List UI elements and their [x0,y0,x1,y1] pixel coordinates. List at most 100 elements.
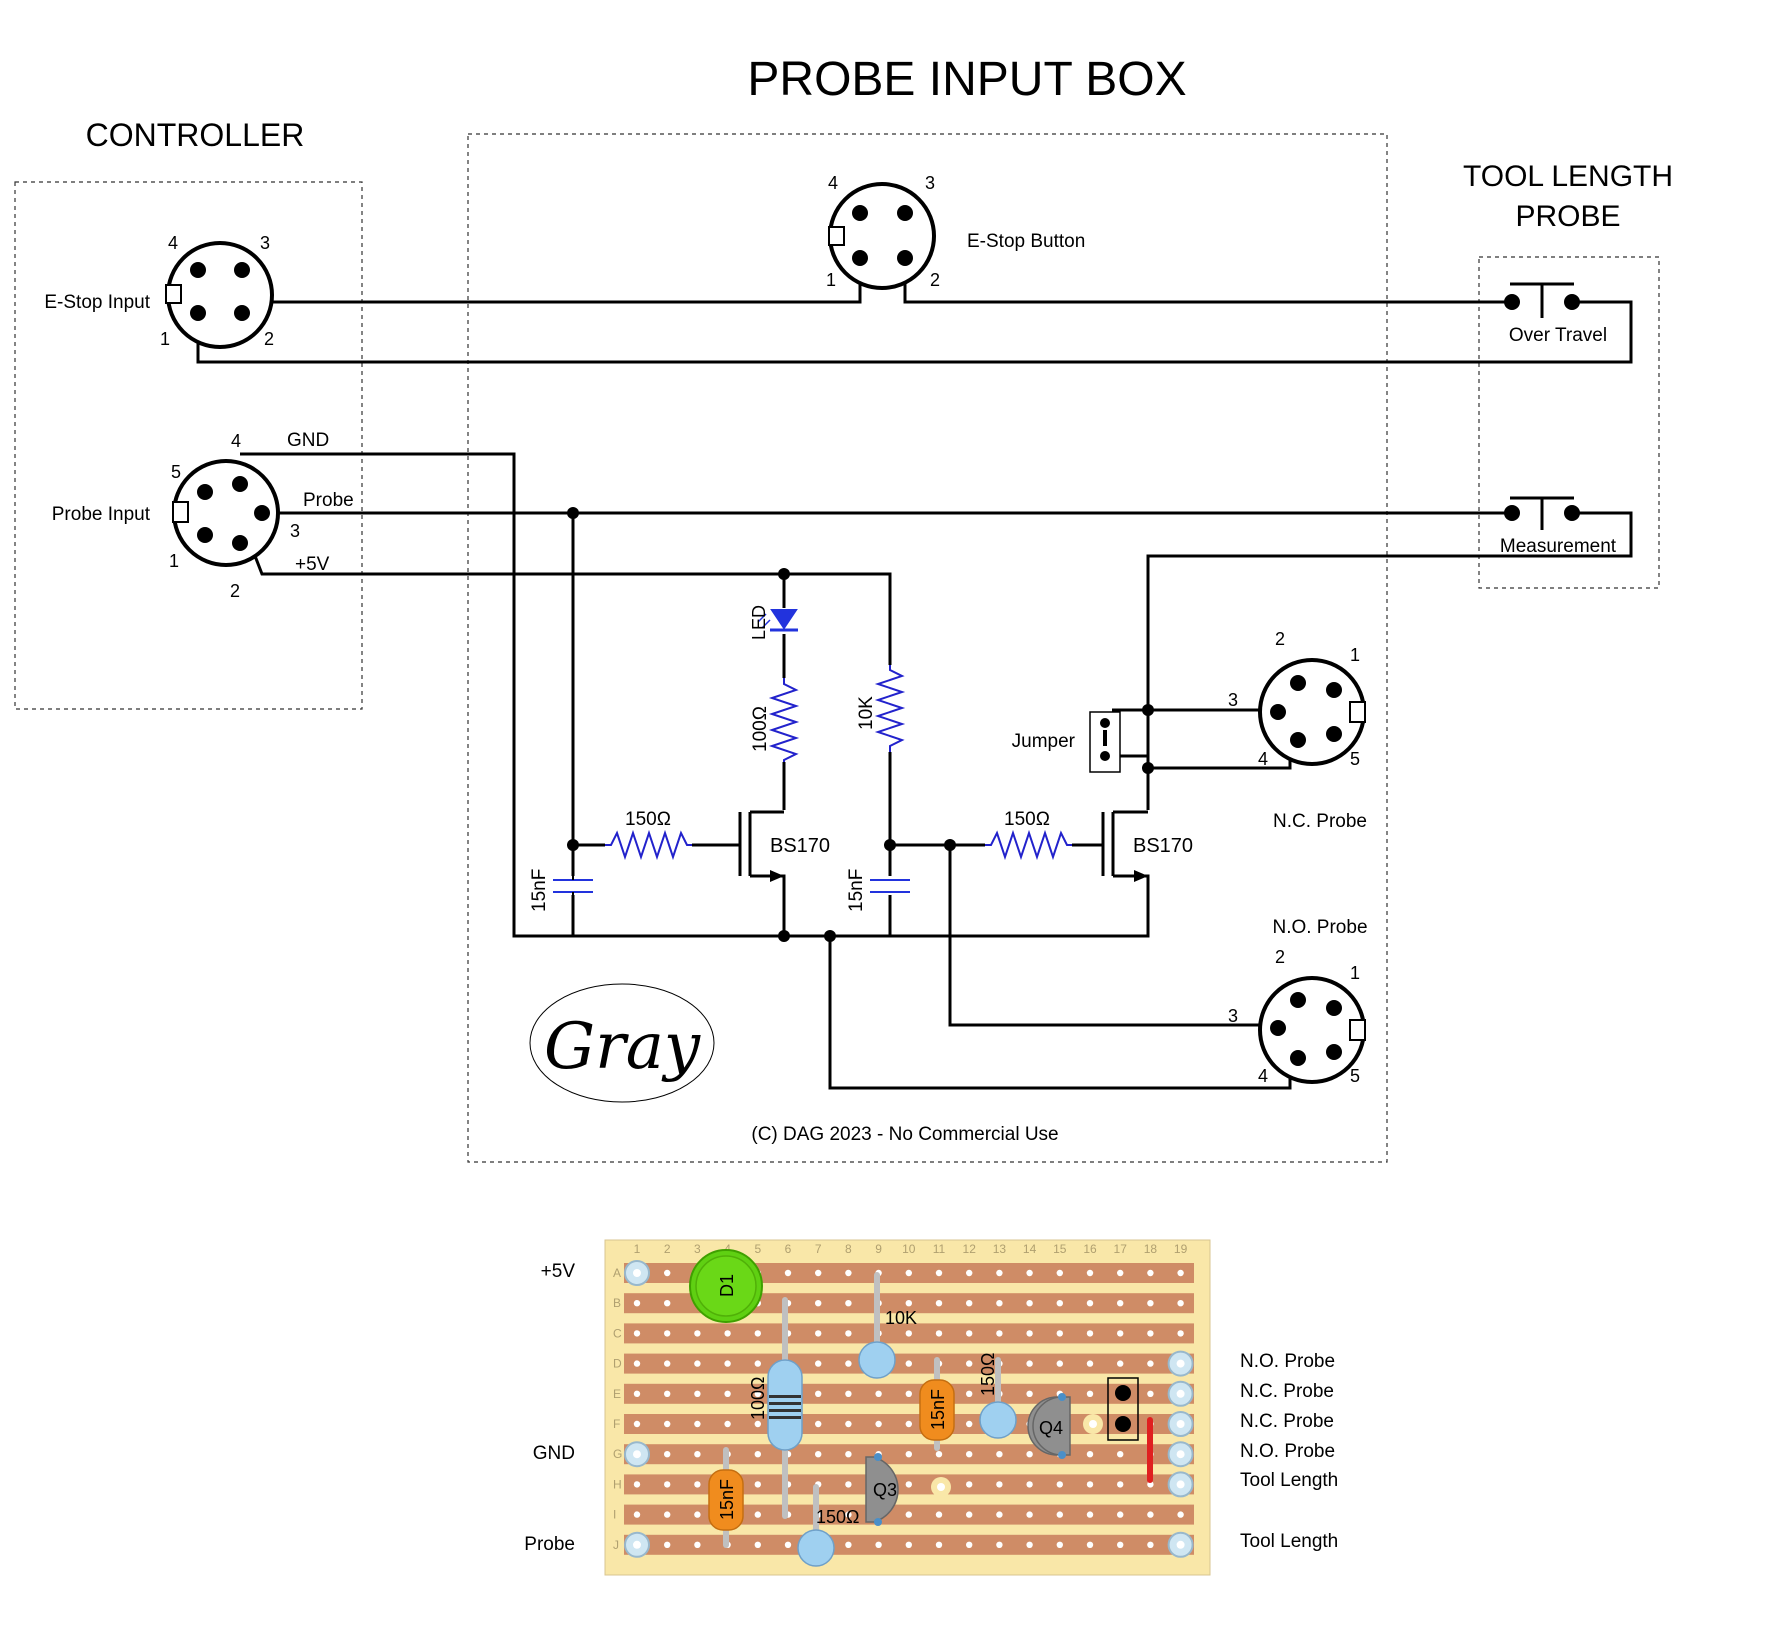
jumper-symbol[interactable] [1089,711,1121,773]
board-wire-pad-hole [1176,1420,1185,1428]
mosfet-b-label: BS170 [1133,835,1193,857]
board-row-letter: F [613,1417,620,1431]
wires [196,258,1633,1090]
board-hole [754,1360,761,1367]
board-hole [1056,1541,1064,1549]
board-label-probe: Probe [524,1534,575,1555]
board-hole [815,1269,822,1277]
r100-band [769,1395,801,1398]
probe-input-connector [172,459,280,567]
board-hole [664,1541,671,1549]
board-hole [754,1451,761,1458]
board-hole [966,1360,973,1367]
estop-button-pin-3: 3 [925,173,935,193]
board-hole [935,1511,943,1518]
no-probe-connector [1258,976,1366,1084]
junction-dots [567,507,1154,942]
r150-top-body [979,1401,1017,1439]
board-wire-pad-hole [1176,1450,1185,1459]
board-hole [694,1420,701,1428]
board-hole [1117,1269,1124,1277]
r150-bottom-board-label: 150Ω [816,1507,860,1527]
c-bottom-body [708,1469,744,1531]
probe-pin-4: 4 [231,431,241,451]
gray-logo: Gray [529,983,715,1103]
board-hole [784,1269,792,1277]
board-hole [1177,1300,1184,1307]
board-hole [633,1511,641,1518]
board-hole [1086,1541,1094,1549]
board-wire-pad-hole [633,1540,641,1549]
board-hole [1026,1360,1033,1367]
board-hole [1026,1300,1033,1307]
board-hole [845,1451,852,1458]
board-hole [664,1330,671,1337]
board-hole [905,1541,912,1549]
board-hole [815,1420,822,1428]
board-hole [1056,1300,1064,1307]
board-column-number: 19 [1174,1242,1188,1256]
estop-button-label: E-Stop Button [967,231,1085,252]
resistor-100-label: 100Ω [750,706,771,752]
board-hole [845,1541,852,1549]
board-hole [1086,1300,1094,1307]
board-hole [754,1330,761,1337]
board-hole [1086,1511,1094,1518]
board-hole [633,1330,641,1337]
q3-pin [874,1518,882,1526]
board-hole [1026,1390,1033,1398]
board-hole [905,1330,912,1337]
board-hole [1177,1330,1184,1337]
board-hole [754,1511,761,1518]
board-label-row-j: Tool Length [1240,1531,1338,1552]
nc-pin-3: 3 [1228,690,1238,710]
board-hole [815,1330,822,1337]
probe-pin-5: 5 [171,462,181,482]
nc-probe-label: N.C. Probe [1273,811,1367,832]
board-hole [966,1390,973,1398]
board-label-row-d: N.O. Probe [1240,1351,1335,1372]
estop-button-connector [828,182,936,290]
board-hole [694,1390,701,1398]
board-hole [1086,1330,1094,1337]
resistor-150-a-label: 150Ω [625,809,671,830]
board-column-number: 3 [694,1242,701,1256]
board-hole [784,1541,792,1549]
board-hole [694,1511,701,1518]
board-hole [875,1390,882,1398]
board-hole [664,1360,671,1367]
r10k-body [858,1341,896,1379]
no-pin-2: 2 [1275,947,1285,967]
board-column-number: 5 [754,1242,761,1256]
board-hole [754,1390,761,1398]
board-hole [694,1330,701,1337]
board-hole [1117,1300,1124,1307]
board-hole [1056,1511,1064,1518]
r100-band [769,1409,801,1412]
estop-pin-1: 1 [160,329,170,349]
over-travel-label: Over Travel [1509,325,1607,346]
board-hole [935,1269,943,1277]
board-wire-pad-hole [633,1269,641,1277]
board-hole [633,1481,641,1488]
capacitor-b-symbol [870,879,910,893]
board-hole [905,1511,912,1518]
board-row-letter: J [613,1538,619,1552]
q4-pin [1058,1393,1066,1401]
resistor-10k-symbol [874,665,906,752]
board-jumper-pin [1115,1385,1131,1401]
board-hole [996,1451,1003,1458]
board-hole [996,1269,1003,1277]
board-hole [1117,1541,1124,1549]
board-hole [815,1300,822,1307]
led-label: LED [749,605,769,640]
board-hole [996,1481,1003,1488]
board-hole [905,1269,912,1277]
r150-top-board-label: 150Ω [978,1353,998,1397]
probe-input-label: Probe Input [52,504,151,525]
board-hole [1147,1330,1154,1337]
board-hole [1147,1541,1154,1549]
capacitor-a-symbol [553,876,593,896]
board-label-gnd: GND [533,1443,575,1464]
board-hole [1026,1541,1033,1549]
